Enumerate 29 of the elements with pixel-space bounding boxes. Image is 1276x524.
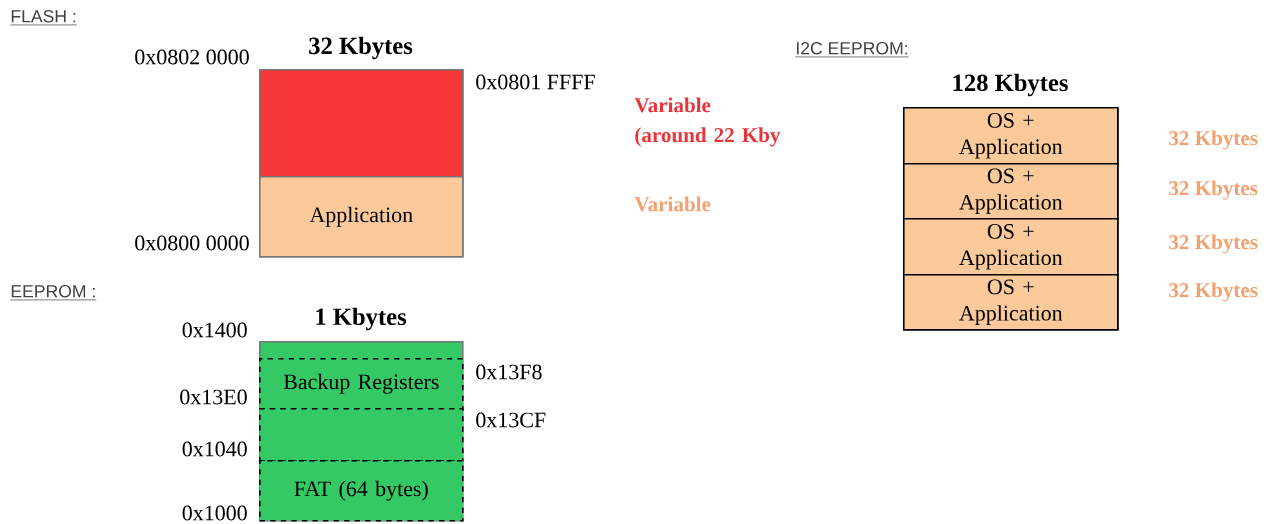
size-heading: 32 Kbytes [309, 36, 413, 60]
address-label: 0x0802 0000 [135, 49, 249, 65]
memory-region [259, 69, 464, 178]
memory-region: OS + Application [903, 107, 1119, 165]
memory-region: FAT (64 bytes) [259, 460, 464, 522]
memory-region: OS + Application [903, 163, 1119, 220]
region-size-note: Variable (around 22 Kby [634, 97, 781, 147]
memory-region: OS + Application [903, 274, 1119, 331]
address-label: 0x13E0 [180, 389, 247, 405]
memory-region: Application [259, 176, 464, 258]
address-label: 0x13F8 [476, 364, 542, 380]
region-size-note: 32 Kbytes [1169, 130, 1258, 150]
section-title: I2C EEPROM: [795, 42, 909, 58]
address-label: 0x1400 [182, 322, 247, 338]
address-label: 0x13CF [476, 412, 546, 428]
region-size-note: Variable [634, 196, 711, 212]
address-label: 0x1000 [182, 505, 247, 521]
section-title: FLASH : [10, 10, 78, 26]
region-size-note: 32 Kbytes [1169, 282, 1258, 302]
section-title: EEPROM : [10, 285, 97, 301]
address-label: 0x1040 [182, 441, 247, 457]
region-size-note: 32 Kbytes [1169, 180, 1258, 200]
address-label: 0x0800 0000 [135, 235, 249, 251]
size-heading: 1 Kbytes [316, 307, 407, 331]
size-heading: 128 Kbytes [953, 73, 1068, 97]
memory-region: OS + Application [903, 218, 1119, 276]
memory-region [259, 408, 464, 462]
region-size-note: 32 Kbytes [1169, 234, 1258, 254]
memory-region: Backup Registers [259, 358, 464, 410]
